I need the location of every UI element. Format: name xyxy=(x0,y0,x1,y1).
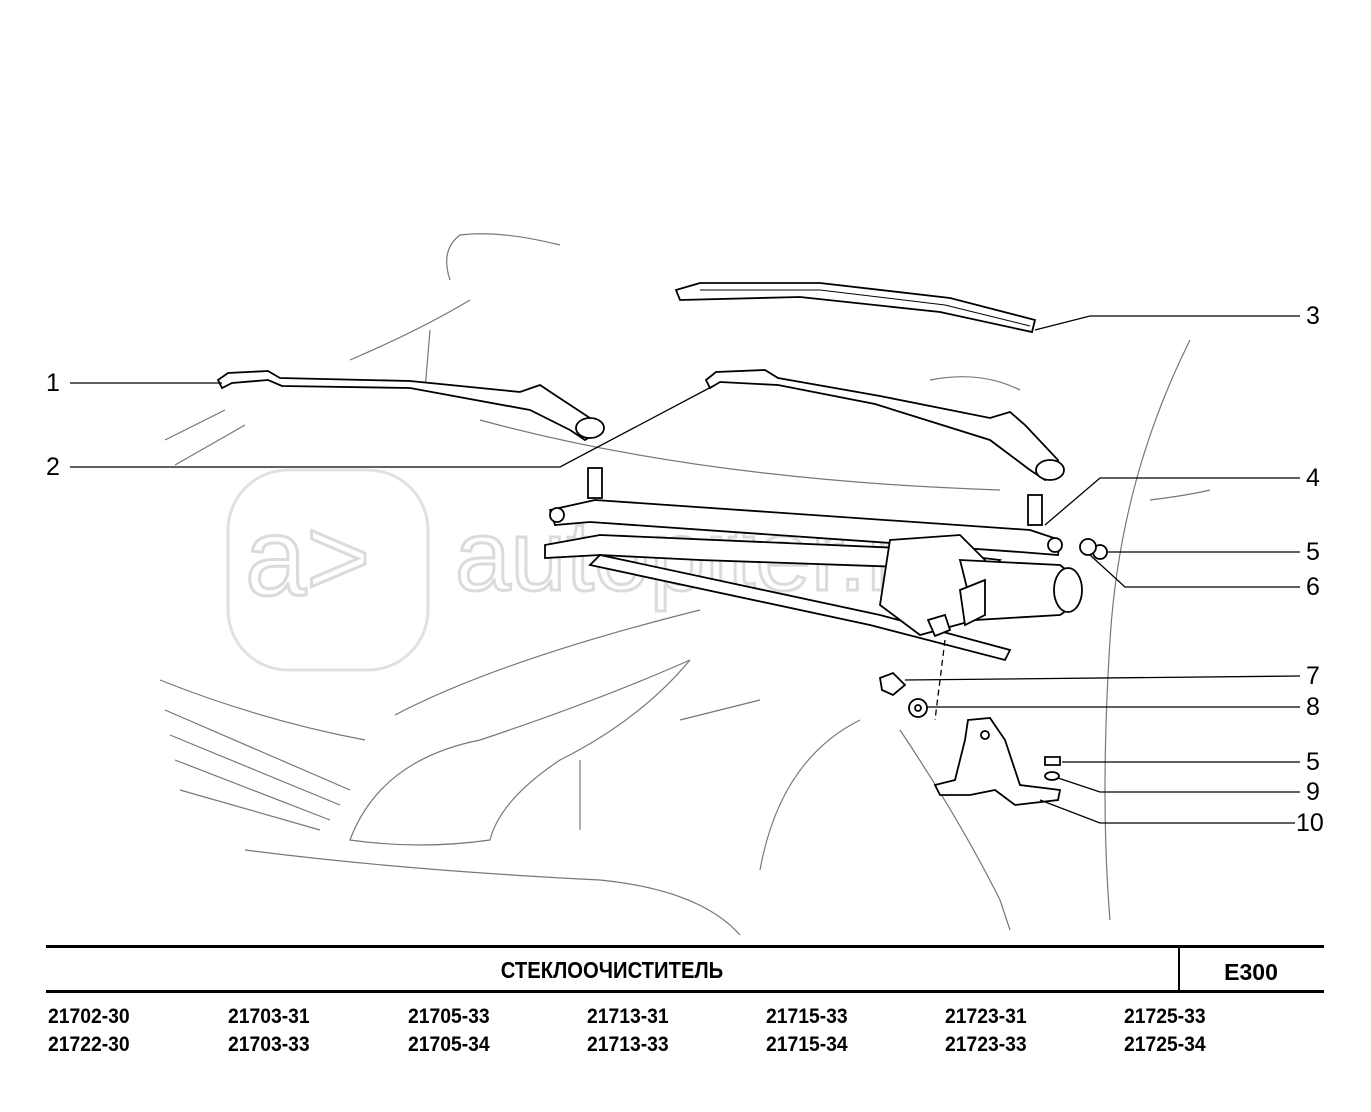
divider xyxy=(1178,948,1180,990)
callout-5: 5 xyxy=(1306,538,1320,566)
model-code: 21715-33 xyxy=(766,1005,848,1028)
wiper-motor xyxy=(879,534,1083,638)
washer xyxy=(908,698,928,718)
page-title: СТЕКЛООЧИСТИТЕЛЬ xyxy=(500,957,724,983)
mounting-bracket xyxy=(933,717,1062,806)
callout-6: 6 xyxy=(1306,573,1320,601)
model-column: 21703-31 21703-33 xyxy=(228,1003,310,1059)
model-code: 21702-30 xyxy=(48,1005,130,1028)
model-column: 21702-30 21722-30 xyxy=(48,1003,130,1059)
wiper-arm-right xyxy=(704,369,1065,481)
callout-10: 10 xyxy=(1296,809,1324,837)
wiper-arm-left xyxy=(216,370,605,442)
model-code: 21713-31 xyxy=(587,1005,669,1028)
model-column: 21705-33 21705-34 xyxy=(408,1003,490,1059)
model-code: 21703-31 xyxy=(228,1005,310,1028)
model-code: 21725-34 xyxy=(1124,1033,1206,1056)
model-column: 21713-31 21713-33 xyxy=(587,1003,669,1059)
model-column: 21723-31 21723-33 xyxy=(945,1003,1027,1059)
section-code: E300 xyxy=(1224,959,1278,985)
leader-lines xyxy=(70,315,1301,824)
car-body-outline xyxy=(159,233,1211,936)
callout-4: 4 xyxy=(1306,464,1320,492)
small-nut xyxy=(1044,756,1061,781)
model-column: 21725-33 21725-34 xyxy=(1124,1003,1206,1059)
nut xyxy=(1079,538,1108,560)
callout-8: 8 xyxy=(1306,693,1320,721)
callout-5b: 5 xyxy=(1306,748,1320,776)
model-column: 21715-33 21715-34 xyxy=(766,1003,848,1059)
model-code: 21713-33 xyxy=(587,1033,669,1056)
top-rule xyxy=(46,945,1324,948)
callout-2: 2 xyxy=(46,453,60,481)
wiper-blade xyxy=(674,282,1037,334)
wiper-assembly-diagram: a> autopiter.ru xyxy=(70,233,1301,936)
model-code: 21703-33 xyxy=(228,1033,310,1056)
model-code: 21723-33 xyxy=(945,1033,1027,1056)
callout-1: 1 xyxy=(46,369,60,397)
model-code: 21725-33 xyxy=(1124,1005,1206,1028)
bolt xyxy=(878,671,907,697)
model-code: 21715-34 xyxy=(766,1033,848,1056)
model-code: 21723-31 xyxy=(945,1005,1027,1028)
svg-text:a>: a> xyxy=(245,496,370,619)
callout-3: 3 xyxy=(1306,302,1320,330)
callout-7: 7 xyxy=(1306,662,1320,690)
callout-9: 9 xyxy=(1306,778,1320,806)
model-code: 21705-33 xyxy=(408,1005,490,1028)
model-code: 21722-30 xyxy=(48,1033,130,1056)
model-code: 21705-34 xyxy=(408,1033,490,1056)
bottom-rule xyxy=(46,990,1324,993)
